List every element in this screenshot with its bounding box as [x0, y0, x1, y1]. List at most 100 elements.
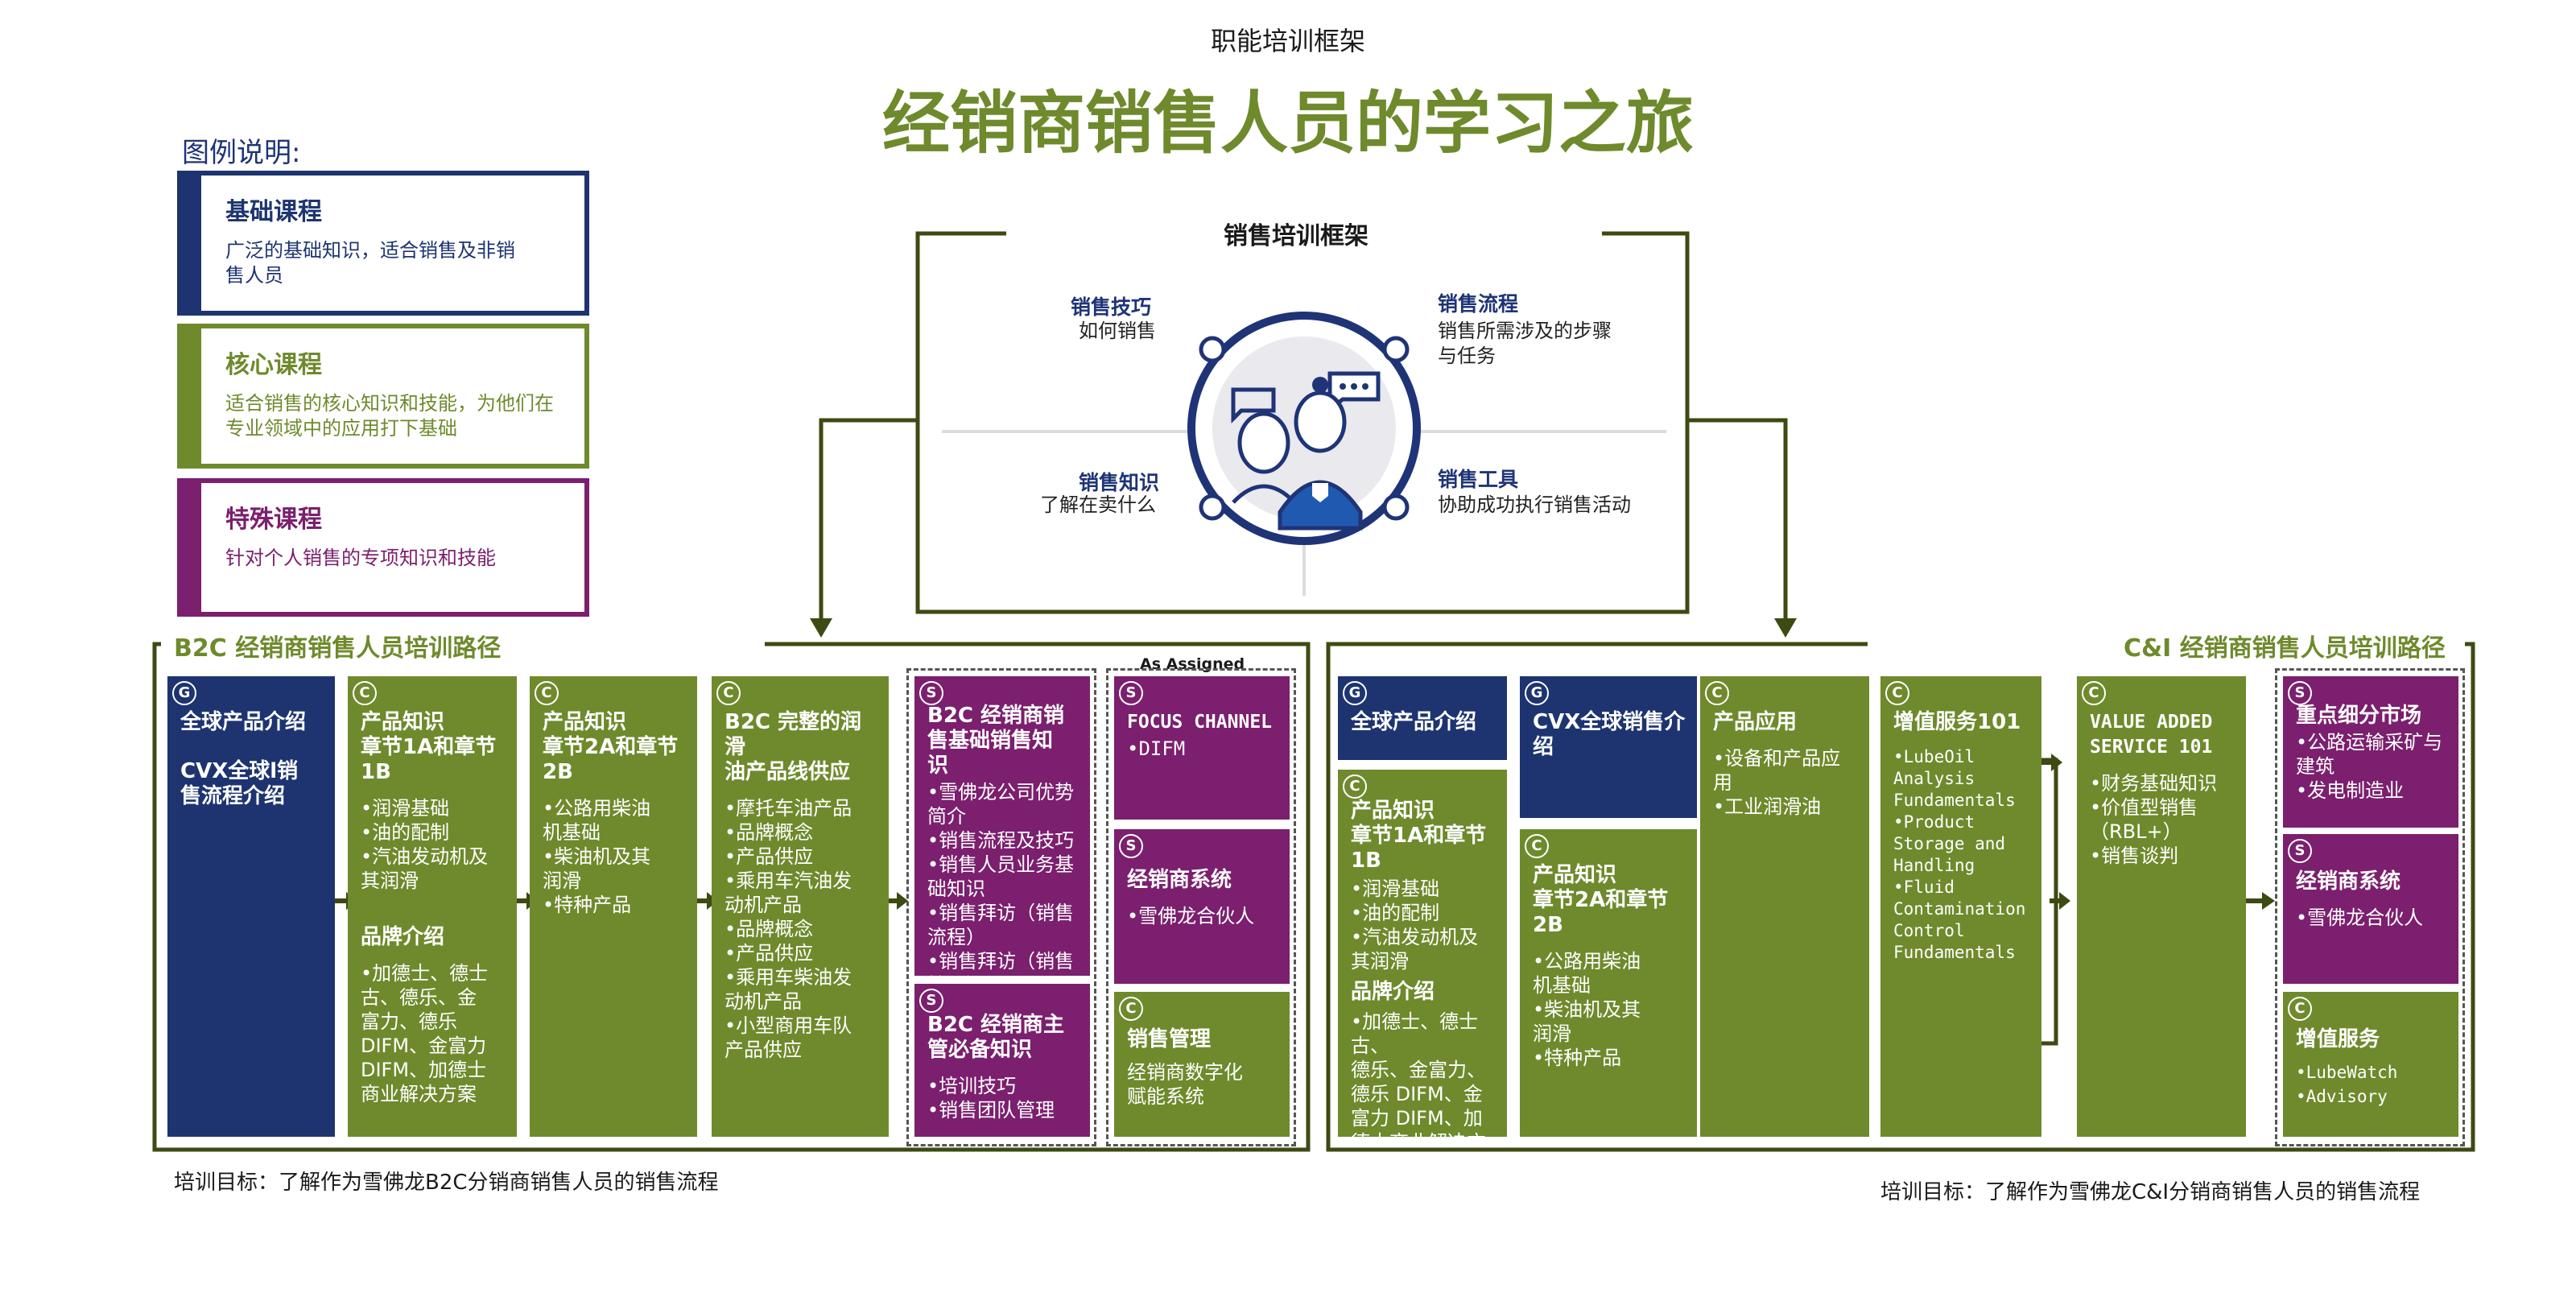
- card-body: •加德士、德士 古、德乐、金 富力、德乐 DIFM、金富力 DIFM、加德士 商…: [361, 962, 489, 1105]
- card-body: •雪佛龙合伙人: [2296, 907, 2424, 929]
- card-title: FOCUS CHANNEL: [1127, 712, 1273, 733]
- legend-item-foundation: 基础课程 广泛的基础知识，适合销售及非销 售人员: [177, 171, 589, 316]
- legend-item-title: 核心课程: [225, 351, 322, 379]
- b2c-assigned-group: [1106, 668, 1296, 1146]
- ci-card-value-added-101: C 增值服务101 •LubeOil Analysis Fundamentals…: [1880, 676, 2041, 1137]
- ci-card-dealer-system: S 经销商系统 •雪佛龙合伙人: [2283, 834, 2458, 984]
- ci-bracket: [2040, 758, 2058, 1046]
- quadrant-knowledge-title: 销售知识: [1079, 471, 1160, 494]
- ci-specialty-group: [2275, 668, 2465, 1146]
- card-body: •公路用柴油 机基础 •柴油机及其 润滑 •特种产品: [1533, 950, 1641, 1069]
- card-title: B2C 完整的润滑 油产品线供应: [724, 710, 862, 784]
- badge-c: C: [353, 681, 377, 705]
- salespeople-icon: [1187, 312, 1421, 545]
- page-subtitle: 职能培训框架: [1210, 26, 1365, 56]
- card-title: B2C 经销商销 售基础销售知 识: [927, 704, 1065, 778]
- arrow-right-head: [1774, 618, 1797, 638]
- card-title: 产品知识 章节2A和章节2B: [1533, 863, 1669, 937]
- b2c-specialty-group: [906, 668, 1096, 1146]
- card-title: 增值服务: [2296, 1027, 2380, 1051]
- card-title: CVX全球l销 售流程介绍: [180, 759, 299, 808]
- ci-card-value-added-service: C VALUE ADDED SERVICE 101 •财务基础知识 •价值型销售…: [2077, 676, 2246, 1137]
- badge-s: S: [1119, 681, 1143, 705]
- card-body: •雪佛龙合伙人: [1127, 905, 1255, 927]
- badge-c: C: [1343, 774, 1367, 799]
- card-title: 经销商系统: [2296, 869, 2401, 894]
- badge-c: C: [1885, 681, 1909, 705]
- card-body: •财务基础知识 •价值型销售 （RBL+） •销售谈判: [2090, 772, 2218, 867]
- quadrant-skills-title: 销售技巧: [1071, 295, 1152, 319]
- ci-goal: 培训目标：了解作为雪佛龙C&I分销商销售人员的销售流程: [1880, 1180, 2421, 1204]
- card-title: 产品知识 章节2A和章节 2B: [543, 710, 679, 784]
- badge-c: C: [1525, 834, 1549, 858]
- ci-path-label: C&I 经销商销售人员培训路径: [2117, 628, 2452, 663]
- framework-frame: [915, 231, 1690, 614]
- badge-c: C: [1119, 997, 1143, 1021]
- quadrant-process-text: 销售所需涉及的步骤 与任务: [1438, 320, 1612, 367]
- badge-c: C: [535, 681, 559, 705]
- ci-card-key-segments: S 重点细分市场 •公路运输采矿与 建筑 •发电制造业: [2283, 676, 2458, 828]
- card-body: •公路用柴油 机基础 •柴油机及其 润滑 •特种产品: [543, 797, 651, 916]
- badge-c: C: [716, 681, 741, 705]
- card-title: B2C 经销商主 管必备知识: [927, 1013, 1065, 1062]
- card-title: 产品知识 章节1A和章节1B: [1351, 799, 1487, 873]
- legend-item-special: 特殊课程 针对个人销售的专项知识和技能: [177, 478, 589, 617]
- b2c-path-label: B2C 经销商销售人员培训路径: [167, 628, 508, 663]
- b2c-card-product-knowledge-2: C 产品知识 章节2A和章节 2B •公路用柴油 机基础 •柴油机及其 润滑 •…: [530, 676, 697, 1137]
- legend-item-title: 基础课程: [225, 198, 322, 226]
- ci-card-product-application: C 产品应用 •设备和产品应 用 •工业润滑油: [1700, 676, 1869, 1137]
- badge-s: S: [919, 681, 943, 705]
- ci-card-global-intro: G 全球产品介绍: [1338, 676, 1507, 760]
- card-body: •雪佛龙公司优势 简介 •销售流程及技巧 •销售人员业务基 础知识 •销售拜访（…: [927, 781, 1075, 976]
- b2c-card-product-knowledge-1: C 产品知识 章节1A和章节1B •润滑基础 •油的配制 •汽油发动机及 其润滑…: [348, 676, 517, 1137]
- arrow-left-head: [810, 618, 832, 638]
- legend-item-desc: 适合销售的核心知识和技能，为他们在 专业领域中的应用打下基础: [225, 392, 554, 440]
- badge-c: C: [2082, 681, 2106, 705]
- card-title: 产品应用: [1713, 710, 1798, 734]
- badge-g: G: [1525, 681, 1549, 705]
- card-body: •加德士、德士古、 德乐、金富力、 德乐 DIFM、金 富力 DIFM、加 德士…: [1351, 1010, 1486, 1137]
- badge-g: G: [172, 681, 196, 705]
- b2c-card-global-intro: G 全球产品介绍 CVX全球l销 售流程介绍: [167, 676, 335, 1137]
- page-title: 经销商销售人员的学习之旅: [881, 84, 1694, 163]
- b2c-card-sales-basics: S B2C 经销商销 售基础销售知 识 •雪佛龙公司优势 简介 •销售流程及技巧…: [914, 676, 1090, 976]
- card-title: CVX全球销售介 绍: [1533, 710, 1686, 759]
- quadrant-knowledge-text: 了解在卖什么: [1040, 494, 1156, 516]
- badge-s: S: [2288, 681, 2312, 705]
- ci-frame: [1326, 642, 2475, 1152]
- card-title: 增值服务101: [1893, 710, 2021, 734]
- card-body: •DIFM: [1127, 737, 1186, 760]
- badge-s: S: [919, 989, 943, 1013]
- arrow-left-line: [819, 418, 918, 620]
- b2c-card-supervisor: S B2C 经销商主 管必备知识 •培训技巧 •销售团队管理: [914, 984, 1090, 1137]
- card-body: •LubeOil Analysis Fundamentals •Product …: [1893, 747, 2026, 962]
- card-body: •公路运输采矿与 建筑 •发电制造业: [2296, 731, 2443, 802]
- card-body: •润滑基础 •油的配制 •汽油发动机及 其润滑: [361, 797, 489, 892]
- ci-card-value-services: C 增值服务 •LubeWatch •Advisory: [2283, 992, 2458, 1137]
- b2c-goal: 培训目标：了解作为雪佛龙B2C分销商销售人员的销售流程: [174, 1171, 719, 1195]
- card-title: 全球产品介绍: [180, 710, 307, 734]
- b2c-card-dealer-system: S 经销商系统 •雪佛龙合伙人: [1114, 829, 1290, 984]
- card-body: •摩托车油产品 •品牌概念 •产品供应 •乘用车汽油发 动机产品 •品牌概念 •…: [724, 797, 852, 1061]
- b2c-card-sales-management: C 销售管理 经销商数字化 赋能系统: [1114, 992, 1290, 1137]
- badge-s: S: [1119, 834, 1143, 858]
- legend-item-desc: 广泛的基础知识，适合销售及非销 售人员: [225, 239, 515, 287]
- b2c-card-product-line: C B2C 完整的润滑 油产品线供应 •摩托车油产品 •品牌概念 •产品供应 •…: [712, 676, 889, 1137]
- card-title: 经销商系统: [1127, 868, 1232, 892]
- card-body: •润滑基础 •油的配制 •汽油发动机及 其润滑: [1351, 878, 1479, 973]
- badge-s: S: [2288, 839, 2312, 863]
- badge-c: C: [1705, 681, 1729, 705]
- quadrant-tools-title: 销售工具: [1438, 468, 1519, 491]
- card-title: 产品知识 章节1A和章节1B: [361, 710, 497, 784]
- card-title: 全球产品介绍: [1351, 710, 1477, 734]
- quadrant-process-title: 销售流程: [1438, 292, 1519, 316]
- card-body: •设备和产品应 用 •工业润滑油: [1713, 747, 1841, 818]
- legend-item-core: 核心课程 适合销售的核心知识和技能，为他们在 专业领域中的应用打下基础: [177, 324, 589, 469]
- ci-card-product-knowledge-2: C 产品知识 章节2A和章节2B •公路用柴油 机基础 •柴油机及其 润滑 •特…: [1520, 829, 1697, 1137]
- quadrant-skills-text: 如何销售: [1079, 320, 1156, 342]
- card-body: •培训技巧 •销售团队管理: [927, 1075, 1055, 1121]
- card-body: 经销商数字化 赋能系统: [1127, 1061, 1243, 1108]
- legend-heading: 图例说明:: [182, 137, 301, 169]
- ci-card-product-knowledge-1: C 产品知识 章节1A和章节1B •润滑基础 •油的配制 •汽油发动机及 其润滑…: [1338, 770, 1507, 1137]
